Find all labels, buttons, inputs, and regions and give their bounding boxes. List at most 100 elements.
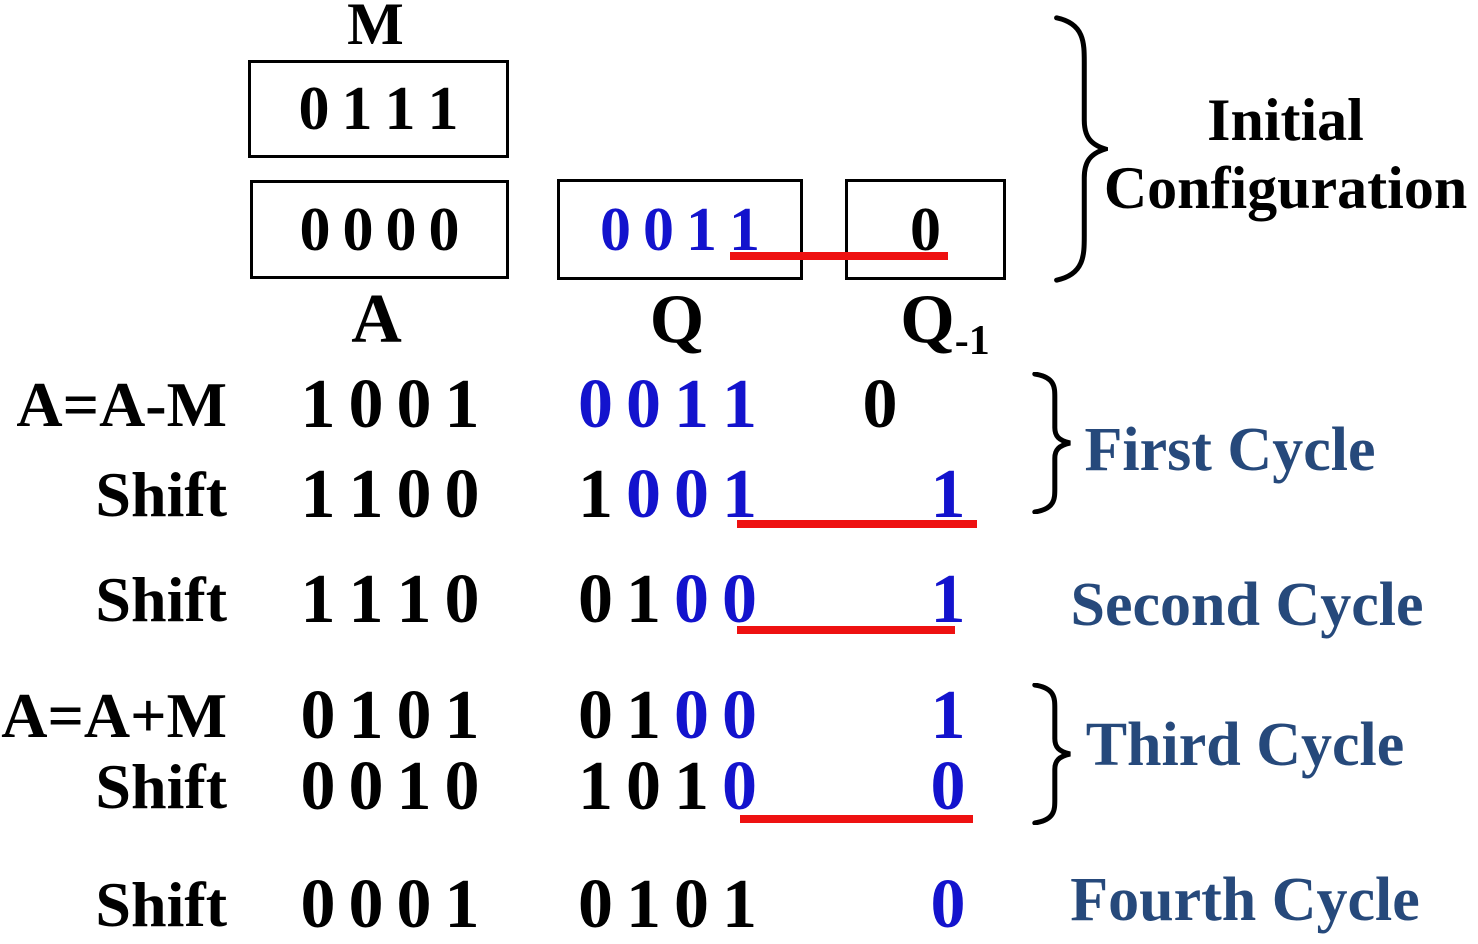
bit-digit: 1 xyxy=(722,366,757,443)
fourth-cycle-label: Fourth Cycle xyxy=(1070,866,1420,934)
shift-underline xyxy=(740,815,973,823)
curly-brace-icon xyxy=(1030,683,1072,825)
row-q-minus1-bit: 0 xyxy=(848,868,1048,942)
row-op-label: Shift xyxy=(95,751,227,822)
curly-brace-icon xyxy=(1030,372,1072,514)
bit-digit: 1 xyxy=(348,561,384,638)
bit-digit: 1 xyxy=(930,456,966,533)
bit-digit: 1 xyxy=(444,866,480,943)
row-op-label: A=A+M xyxy=(1,680,227,751)
bit-digit: 0 xyxy=(348,748,384,825)
bit-digit: 0 xyxy=(428,195,460,264)
third-cycle-brace xyxy=(1030,683,1072,825)
bit-digit: 0 xyxy=(930,748,966,825)
bit-digit: 0 xyxy=(396,866,432,943)
bit-digit: 1 xyxy=(722,866,757,943)
bit-digit: 0 xyxy=(578,561,613,638)
bit-digit: 0 xyxy=(444,561,480,638)
bit-digit: 0 xyxy=(385,195,417,264)
bit-digit: 1 xyxy=(930,677,966,754)
bit-digit: 1 xyxy=(444,677,480,754)
bit-digit: 1 xyxy=(930,561,966,638)
bit-digit: 1 xyxy=(578,748,613,825)
column-header-q-minus1: Q-1 xyxy=(845,281,1045,364)
bit-digit: 1 xyxy=(626,677,661,754)
bit-digit: 0 xyxy=(578,366,613,443)
shift-underline xyxy=(737,520,977,528)
initial-config-line2: Configuration xyxy=(1103,155,1468,221)
bit-digit: 0 xyxy=(348,866,384,943)
bit-digit: 0 xyxy=(674,677,709,754)
q-minus1-base: Q xyxy=(900,281,955,358)
row-q-minus1-bit: 0 xyxy=(780,368,980,442)
first-cycle-brace xyxy=(1030,372,1072,514)
row-q-minus1-bit: 1 xyxy=(848,458,1048,532)
bit-digit: 1 xyxy=(396,561,432,638)
q-minus1-subscript: -1 xyxy=(954,317,990,364)
bit-digit: 0 xyxy=(600,195,631,264)
bit-digit: 0 xyxy=(674,456,709,533)
bit-digit: 0 xyxy=(396,677,432,754)
bit-digit: 0 xyxy=(299,195,331,264)
bit-digit: 1 xyxy=(674,366,709,443)
row-op-label: A=A-M xyxy=(16,369,227,440)
second-cycle-label: Second Cycle xyxy=(1070,571,1424,639)
initial-config-brace xyxy=(1050,14,1108,284)
bit-digit: 1 xyxy=(729,195,760,264)
bit-digit: 0 xyxy=(396,366,432,443)
bit-digit: 0 xyxy=(674,561,709,638)
bit-digit: 1 xyxy=(300,366,336,443)
bit-digit: 1 xyxy=(348,677,384,754)
bit-digit: 1 xyxy=(348,456,384,533)
bit-digit: 0 xyxy=(643,195,674,264)
curly-brace-icon xyxy=(1050,14,1108,284)
bit-digit: 0 xyxy=(396,456,432,533)
bit-digit: 0 xyxy=(444,456,480,533)
bit-digit: 0 xyxy=(626,366,661,443)
row-op-label: Shift xyxy=(95,459,227,530)
row-q-minus1-bit: 0 xyxy=(848,750,1048,824)
bit-digit: 1 xyxy=(626,561,661,638)
row-q-minus1-bit: 1 xyxy=(848,679,1048,753)
row-op-label: Shift xyxy=(95,869,227,940)
q-minus1-register-box: 0 xyxy=(845,179,1006,280)
bit-digit: 0 xyxy=(300,677,336,754)
bit-digit: 0 xyxy=(626,456,661,533)
shift-underline xyxy=(737,626,955,634)
bit-digit: 1 xyxy=(300,561,336,638)
row-q-minus1-bit: 1 xyxy=(848,563,1048,637)
bit-digit: 0 xyxy=(348,366,384,443)
initial-config-line1: Initial xyxy=(1207,87,1364,153)
bit-digit: 0 xyxy=(862,366,898,443)
bit-digit: 1 xyxy=(384,75,416,143)
bit-digit: 0 xyxy=(300,748,336,825)
bit-digit: 0 xyxy=(930,866,966,943)
column-header-a: A xyxy=(351,281,402,358)
bit-digit: 0 xyxy=(298,75,330,143)
first-cycle-label: First Cycle xyxy=(1084,416,1376,484)
q-minus1-register-bits: 0 xyxy=(910,199,941,261)
bit-digit: 0 xyxy=(910,195,941,264)
bit-digit: 0 xyxy=(722,561,757,638)
bit-digit: 1 xyxy=(674,748,709,825)
bit-digit: 0 xyxy=(300,866,336,943)
m-register-label: M xyxy=(347,0,404,57)
bit-digit: 1 xyxy=(427,75,459,143)
